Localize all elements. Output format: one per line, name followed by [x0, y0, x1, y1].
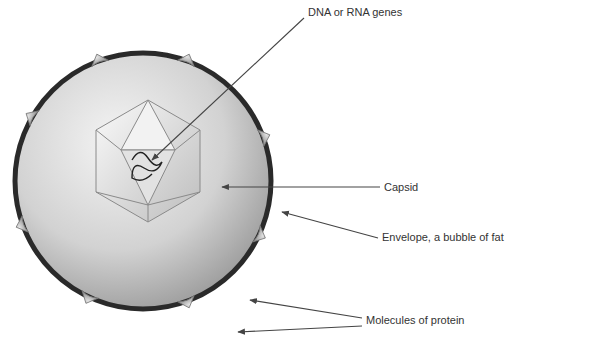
leader-lines: [152, 18, 380, 332]
envelope: [15, 53, 271, 309]
capsid: [96, 100, 200, 222]
part-label: Molecules of protein: [366, 314, 464, 327]
part-label: Envelope, a bubble of fat: [382, 231, 504, 244]
genes: [132, 152, 162, 180]
protein-spikes: [13, 51, 273, 311]
part-label: DNA or RNA genes: [308, 6, 402, 19]
part-label: Capsid: [384, 181, 418, 194]
